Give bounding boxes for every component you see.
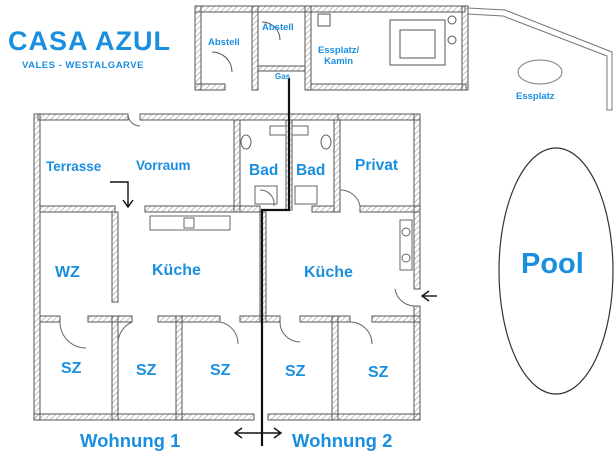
room-label-bad-2: Bad [296,162,326,179]
terrasse-entry-arrow [110,181,129,206]
room-label-vorraum: Vorraum [136,158,191,173]
room-label-sz-2: SZ [136,362,157,379]
unit-label-wohnung-1: Wohnung 1 [80,430,181,451]
room-label-sz-1: SZ [61,360,82,377]
terrace-outline [467,7,613,111]
room-label-gas: Gas [275,72,291,81]
apartment-divider-line [260,78,291,446]
room-label-pool: Pool [521,248,584,280]
brand-subtitle: VALES - WESTALGARVE [22,60,144,71]
annex-building [194,5,469,91]
room-label-abstell-2: Abstell [262,22,294,33]
room-label-sz-3: SZ [210,362,231,379]
room-label-sz-4: SZ [285,363,306,380]
room-label-abstell-1: Abstell [208,37,240,48]
room-label-terrasse: Terrasse [46,159,102,174]
entry-arrows [110,181,437,439]
room-label-bad-1: Bad [249,162,279,179]
room-label-essplatz-kamin: Essplatz/ Kamin [318,45,360,67]
room-label-wz: WZ [55,264,80,281]
room-label-kueche-1: Küche [152,262,201,279]
room-label-essplatz: Essplatz [516,91,555,102]
room-label-kueche-2: Küche [304,264,353,281]
door-swings [59,113,415,349]
fixtures [149,125,413,271]
pool-shape [498,147,614,395]
brand-logo-title: CASA AZUL [8,26,171,56]
room-label-privat: Privat [355,157,399,174]
room-label-sz-5: SZ [368,364,389,381]
main-house-walls [33,113,421,421]
unit-label-wohnung-2: Wohnung 2 [292,430,393,451]
